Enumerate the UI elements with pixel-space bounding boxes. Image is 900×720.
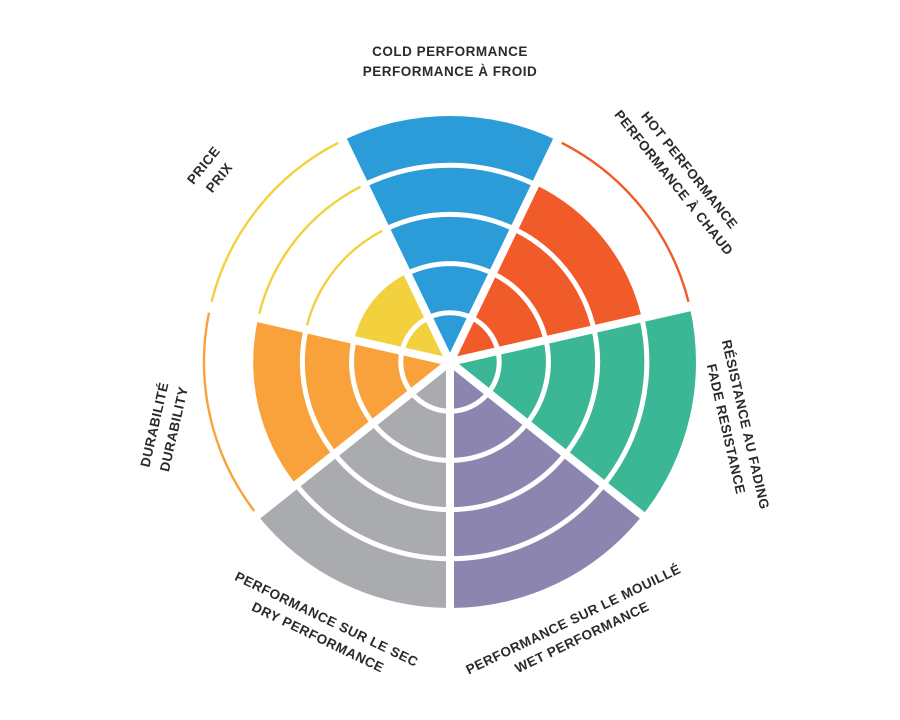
- sector-ring-line-durability-3: [299, 328, 337, 456]
- sector-ring-line-fade-resistance-2: [524, 339, 551, 425]
- sector-ring-line-wet-performance-2: [449, 421, 529, 463]
- sector-separator-line: [446, 133, 563, 364]
- sector-ring-line-hot-performance-2: [491, 271, 549, 341]
- sector-separator-line: [250, 358, 453, 523]
- sector-ring-line-hot-performance-3: [512, 226, 597, 330]
- sector-outline-arc-hot-performance-5: [561, 141, 690, 303]
- sector-ring-line-cold-performance-2: [406, 261, 494, 276]
- sector-wedge-hot-performance: [450, 184, 642, 362]
- sector-ring-line-dry-performance-4: [294, 483, 451, 562]
- sector-ring-line-dry-performance-2: [371, 421, 451, 463]
- sector-outline-arc-price-4: [258, 185, 362, 315]
- sector-ring-line-wet-performance-4: [449, 483, 606, 562]
- sector-separator-line: [449, 302, 697, 366]
- sector-wedge-wet-performance: [450, 362, 643, 608]
- sector-separator-line: [337, 133, 454, 364]
- sector-wedge-cold-performance: [343, 116, 557, 362]
- sector-ring-line-durability-2: [349, 339, 376, 425]
- sector-outline-arc-price-5: [210, 141, 339, 303]
- sector-ring-line-cold-performance-3: [384, 211, 516, 232]
- sector-outline-arc-price-3: [305, 229, 384, 327]
- sector-separator-line: [447, 358, 650, 523]
- sector-separator-line: [203, 302, 451, 366]
- sector-wedge-fade-resistance: [450, 307, 696, 516]
- sector-ring-line-cold-performance-4: [363, 162, 537, 187]
- sector-ring-line-dry-performance-3: [332, 452, 451, 513]
- sector-wedge-price: [354, 273, 450, 362]
- sector-outline-arc-durability-5: [202, 312, 256, 512]
- sector-ring-line-fade-resistance-3: [563, 328, 601, 456]
- sector-ring-line-fade-resistance-4: [601, 317, 650, 487]
- sector-wedge-dry-performance: [257, 362, 450, 608]
- sector-ring-line-wet-performance-3: [449, 452, 568, 513]
